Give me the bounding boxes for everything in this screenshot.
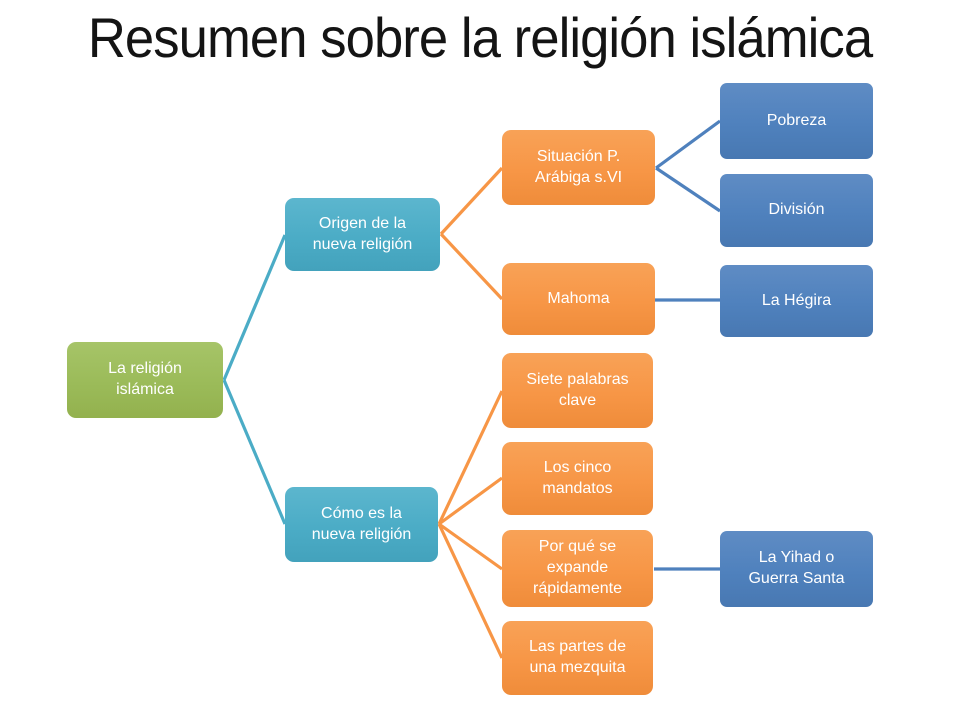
connector-situacion-pobreza <box>655 119 721 170</box>
node-mahoma: Mahoma <box>502 263 655 335</box>
connector-root-como <box>222 379 287 525</box>
connector-root-origen <box>222 234 287 381</box>
connector-como-cinco <box>438 476 503 526</box>
connector-origen-mahoma <box>439 232 504 301</box>
node-la-hegira: La Hégira <box>720 265 873 337</box>
connector-como-partes <box>437 523 504 659</box>
node-la-yihad-guerra-santa: La Yihad o Guerra Santa <box>720 531 873 607</box>
node-origen-nueva-religion: Origen de la nueva religión <box>285 198 440 271</box>
connector-origen-situacion <box>439 166 504 236</box>
connector-como-porque <box>438 522 503 571</box>
node-partes-de-una-mezquita: Las partes de una mezquita <box>502 621 653 695</box>
node-siete-palabras-clave: Siete palabras clave <box>502 353 653 428</box>
connector-situacion-division <box>655 166 721 213</box>
node-la-religion-islamica: La religión islámica <box>67 342 223 418</box>
node-pobreza: Pobreza <box>720 83 873 159</box>
node-division: División <box>720 174 873 247</box>
node-situacion-arabiga: Situación P. Arábiga s.VI <box>502 130 655 205</box>
node-los-cinco-mandatos: Los cinco mandatos <box>502 442 653 515</box>
node-como-es-nueva-religion: Cómo es la nueva religión <box>285 487 438 562</box>
connector-como-siete <box>437 390 504 525</box>
node-por-que-se-expande: Por qué se expande rápidamente <box>502 530 653 607</box>
slide-title: Resumen sobre la religión islámica <box>87 6 873 69</box>
